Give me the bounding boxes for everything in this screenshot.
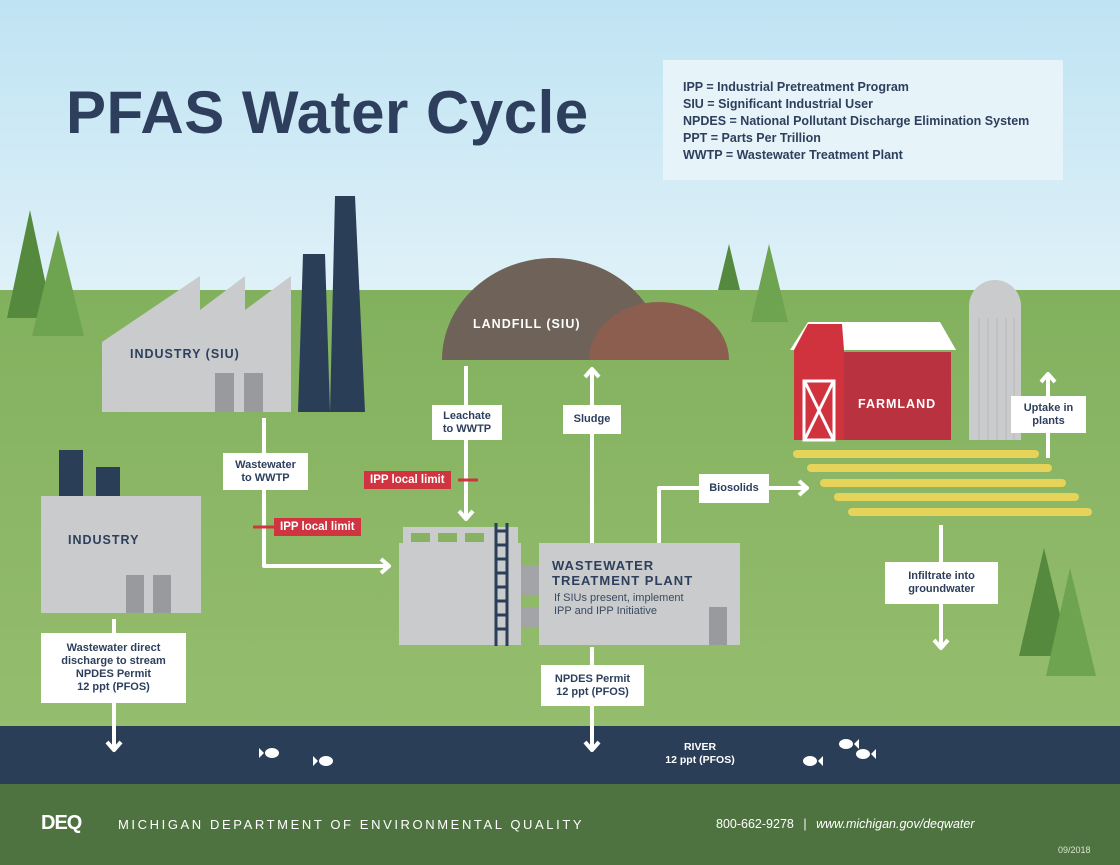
- label-line: discharge to stream: [61, 655, 166, 667]
- tree-icon: [1046, 568, 1096, 676]
- pipe: [521, 565, 539, 595]
- page-title: PFAS Water Cycle: [66, 79, 589, 146]
- legend-item: IPP = Industrial Pretreatment Program: [683, 80, 909, 94]
- door: [126, 575, 144, 613]
- label-line: to WWTP: [241, 471, 290, 484]
- label-line: NPDES Permit: [75, 668, 152, 680]
- label-line: plants: [1032, 414, 1065, 427]
- legend-item: PPT = Parts Per Trillion: [683, 131, 821, 145]
- river-label: RIVER 12 ppt (PFOS): [640, 741, 760, 767]
- flow-arrow-wastewater: [262, 418, 388, 568]
- tree-icon: [718, 244, 740, 290]
- biosolids-label: Biosolids: [699, 474, 769, 503]
- wastewater-to-wwtp-label: Wastewater to WWTP: [223, 453, 308, 490]
- wwtp-tank-top: [403, 527, 518, 544]
- sludge-label: Sludge: [563, 405, 621, 434]
- label-line: Uptake in: [1023, 401, 1074, 414]
- legend-item: WWTP = Wastewater Treatment Plant: [683, 148, 903, 162]
- tree-icon: [751, 244, 788, 322]
- footer-bar: [0, 784, 1120, 865]
- silo: [969, 280, 1021, 440]
- fish-icon: [856, 749, 876, 759]
- label-line: Wastewater: [235, 458, 296, 471]
- fish-icon: [839, 739, 859, 749]
- smokestack: [298, 254, 330, 412]
- label-line: Wastewater direct: [66, 642, 161, 654]
- label-line: groundwater: [908, 583, 975, 595]
- landfill-mound-small: [589, 302, 729, 360]
- legend-item: SIU = Significant Industrial User: [683, 97, 873, 111]
- fish-icon: [259, 748, 279, 758]
- wwtp-description-line: IPP and IPP Initiative: [554, 605, 657, 617]
- industry-siu-building: [102, 276, 291, 412]
- river-name: RIVER: [683, 741, 717, 753]
- publication-date: 09/2018: [1058, 845, 1091, 855]
- wwtp-description-line: If SIUs present, implement: [554, 592, 684, 604]
- ipp-local-limit-badge: IPP local limit: [274, 518, 361, 536]
- department-name: MICHIGAN DEPARTMENT OF ENVIRONMENTAL QUA…: [118, 817, 585, 832]
- legend-item: NPDES = National Pollutant Discharge Eli…: [683, 114, 1030, 128]
- river-band: [0, 726, 1120, 784]
- smokestack: [330, 196, 365, 412]
- wwtp-npdes-label: NPDES Permit 12 ppt (PFOS): [541, 665, 644, 706]
- chimney: [59, 450, 83, 496]
- fish-icon: [313, 756, 333, 766]
- industry-building: [41, 496, 201, 613]
- door: [244, 373, 263, 412]
- door: [709, 607, 727, 645]
- door: [153, 575, 171, 613]
- wwtp-description: If SIUs present, implement IPP and IPP I…: [554, 592, 684, 618]
- infiltrate-groundwater-label: Infiltrate into groundwater: [885, 562, 998, 604]
- industry-siu-label: INDUSTRY (SIU): [130, 347, 240, 361]
- fish-icon: [803, 756, 823, 766]
- separator: |: [803, 817, 807, 831]
- river-value: 12 ppt (PFOS): [665, 754, 735, 766]
- pipe: [521, 608, 539, 628]
- tree-icon: [7, 210, 53, 318]
- wwtp-label-line: TREATMENT PLANT: [552, 573, 694, 588]
- direct-discharge-label: Wastewater direct discharge to stream NP…: [41, 633, 186, 703]
- wwtp-label-line: WASTEWATER: [552, 558, 655, 573]
- uptake-in-plants-label: Uptake in plants: [1011, 396, 1086, 433]
- label-line: 12 ppt (PFOS): [77, 681, 150, 693]
- door: [215, 373, 234, 412]
- farmland-label: FARMLAND: [858, 397, 937, 411]
- label-line: to WWTP: [442, 422, 492, 435]
- landfill-label: LANDFILL (SIU): [473, 317, 581, 331]
- label-line: Leachate: [443, 409, 491, 422]
- deq-logo: DEQ: [41, 812, 82, 834]
- tree-icon: [32, 230, 84, 336]
- wwtp-building: [539, 543, 740, 645]
- website-link[interactable]: www.michigan.gov/deqwater: [816, 817, 975, 831]
- wwtp-label: WASTEWATER TREATMENT PLANT: [552, 558, 693, 588]
- label-line: 12 ppt (PFOS): [556, 685, 629, 698]
- ladder-icon: [494, 523, 509, 646]
- industry-label: INDUSTRY: [68, 533, 140, 547]
- contact-info: 800-662-9278 | www.michigan.gov/deqwater: [716, 817, 975, 831]
- crop-rows: [793, 450, 1092, 516]
- chimney: [96, 467, 120, 496]
- barn-side: [844, 352, 951, 440]
- phone-number: 800-662-9278: [716, 817, 794, 831]
- label-line: NPDES Permit: [554, 672, 631, 685]
- ipp-local-limit-badge: IPP local limit: [364, 471, 451, 489]
- acronym-legend: IPP = Industrial Pretreatment Program SI…: [663, 60, 1063, 180]
- leachate-to-wwtp-label: Leachate to WWTP: [432, 405, 502, 440]
- label-line: Infiltrate into: [908, 570, 975, 582]
